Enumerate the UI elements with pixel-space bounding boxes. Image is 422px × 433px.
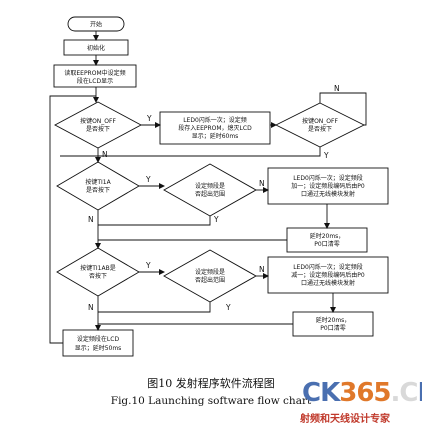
delay-clear-2-label-1: 延时20ms， bbox=[316, 316, 351, 324]
no-label: N bbox=[259, 265, 265, 274]
range-check-decision-2 bbox=[163, 249, 257, 303]
yes-label: Y bbox=[145, 175, 151, 184]
start-label: 开始 bbox=[90, 21, 102, 29]
yes-label: Y bbox=[146, 114, 152, 123]
yes-label: Y bbox=[323, 151, 329, 160]
watermark-logo: CK365.CN bbox=[302, 378, 422, 408]
delay-clear-2-label-2: P0口清零 bbox=[320, 324, 345, 332]
increment-label-2: 加一；设定频段编码后由P0 bbox=[291, 182, 365, 190]
yes-label: Y bbox=[225, 303, 231, 312]
lcd-display-box bbox=[62, 329, 134, 357]
caption-english: Fig.10 Launching software flow chart bbox=[110, 395, 312, 407]
range-1-label-1: 设定频段是 bbox=[195, 182, 225, 190]
key-onoff-2-label-2: 是否按下 bbox=[308, 125, 332, 133]
watermark: CK365.CN 射频和天线设计专家 bbox=[300, 378, 422, 430]
delay-clear-1-label-1: 延时20ms， bbox=[310, 232, 345, 240]
yes-label: Y bbox=[213, 215, 219, 224]
watermark-subtitle: 射频和天线设计专家 bbox=[300, 414, 390, 425]
lcd-display-label-1: 设定频段在LCD bbox=[77, 335, 120, 343]
key-t11ab-decision bbox=[56, 247, 140, 297]
no-label: N bbox=[88, 215, 94, 224]
increment-label-3: 口通过无线模块发射 bbox=[301, 190, 355, 198]
delay-clear-1-label-2: P0口清零 bbox=[314, 240, 339, 248]
yes-label: Y bbox=[145, 261, 151, 270]
save-eeprom-label-1: LED0闪烁一次；设定频 bbox=[183, 116, 247, 124]
decrement-label-3: 口通过无线模块发射 bbox=[301, 279, 355, 287]
read-eeprom-label-2: 段在LCD显示 bbox=[77, 77, 113, 85]
key-onoff-1-label-2: 是否按下 bbox=[86, 125, 110, 133]
no-label: N bbox=[88, 303, 94, 312]
no-label: N bbox=[334, 84, 340, 93]
key-t11a-label-2: 是否按下 bbox=[86, 186, 110, 194]
delay-clear-box-1 bbox=[286, 227, 368, 253]
save-eeprom-box bbox=[159, 111, 271, 145]
key-t11a-decision bbox=[56, 161, 140, 211]
key-onoff-decision-2 bbox=[274, 102, 366, 148]
decrement-label-2: 减一；设定频段编码后由P0 bbox=[291, 271, 365, 279]
range-2-label-2: 否超出范围 bbox=[195, 276, 225, 284]
key-t11ab-label-2: 否按下 bbox=[89, 272, 107, 280]
increment-label-1: LED0闪烁一次；设定频段 bbox=[293, 174, 363, 182]
read-eeprom-label-1: 读取EEPROM中设定频 bbox=[64, 69, 125, 77]
caption-chinese: 图10 发射程序软件流程图 bbox=[147, 377, 275, 390]
no-label: N bbox=[259, 179, 265, 188]
flowchart-diagram: 开始 初始化 读取EEPROM中设定频 段在LCD显示 按键ON_OFF 是否按… bbox=[49, 16, 389, 357]
save-eeprom-label-2: 段存入EEPROM，熄灭LCD bbox=[178, 124, 252, 132]
key-onoff-1-label-1: 按键ON_OFF bbox=[80, 117, 116, 125]
key-t11ab-label-1: 按键TI1AB是 bbox=[80, 264, 115, 272]
init-label: 初始化 bbox=[87, 44, 105, 52]
key-t11a-label-1: 按键TI1A bbox=[85, 178, 111, 186]
key-onoff-2-label-1: 按键ON_OFF bbox=[302, 117, 338, 125]
range-1-label-2: 否超出范围 bbox=[195, 190, 225, 198]
no-label: N bbox=[102, 150, 108, 159]
range-check-decision-1 bbox=[163, 163, 257, 217]
key-onoff-decision-1 bbox=[54, 101, 142, 149]
save-eeprom-label-3: 显示；延时60ms bbox=[192, 132, 239, 140]
increment-band-box bbox=[267, 167, 389, 205]
lcd-display-label-2: 显示；延时50ms bbox=[75, 344, 122, 352]
range-2-label-1: 设定频段是 bbox=[195, 268, 225, 276]
delay-clear-box-2 bbox=[292, 311, 374, 337]
decrement-label-1: LED0闪烁一次；设定频段 bbox=[293, 263, 363, 271]
